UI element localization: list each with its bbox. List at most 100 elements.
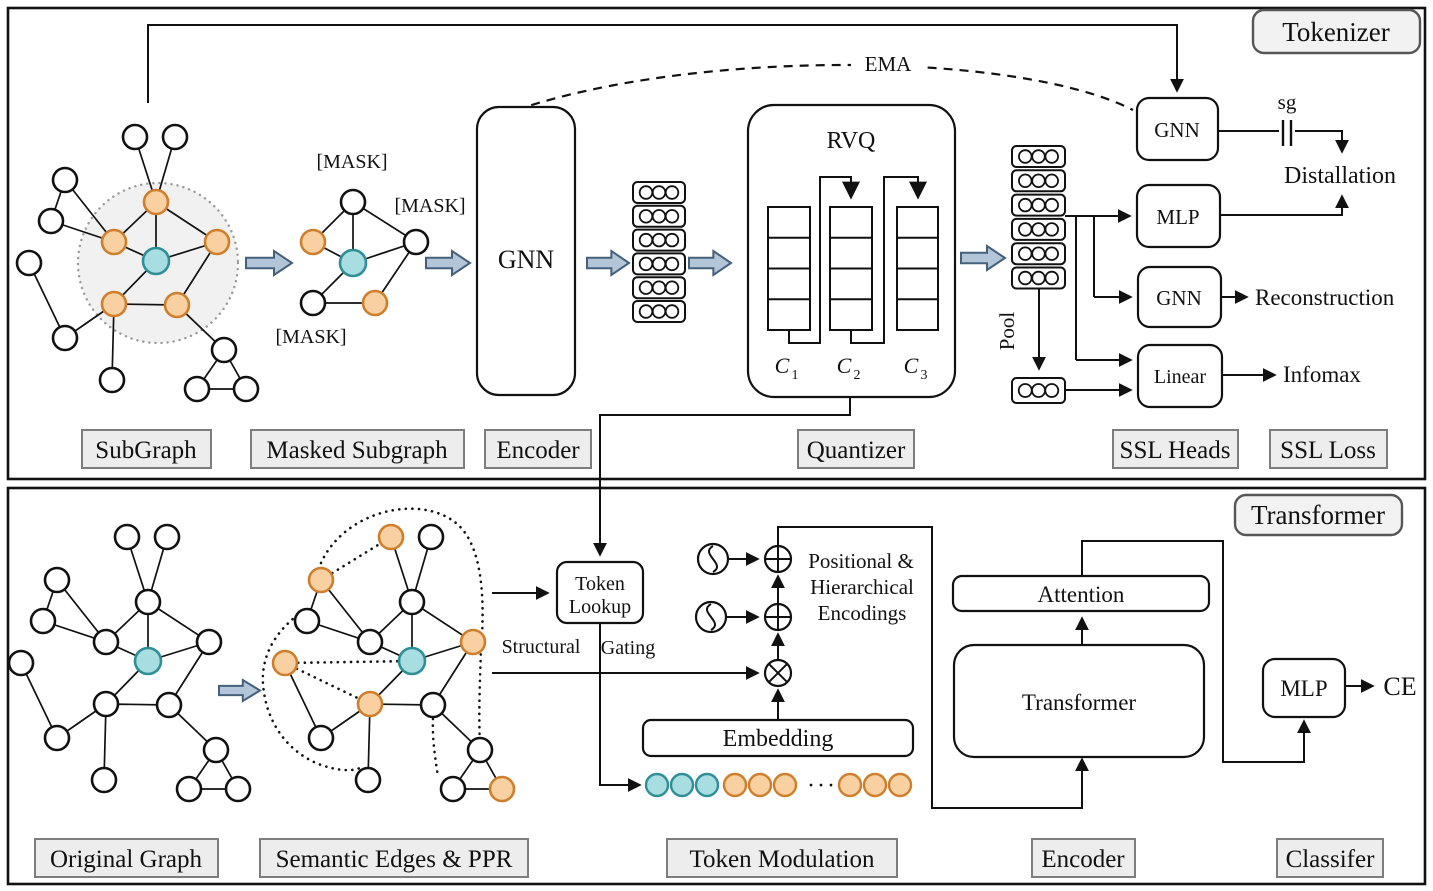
embedding-unit-circle [1031, 270, 1046, 286]
embedding-unit-circle [1031, 173, 1046, 189]
transformer-box-text: Transformer [1022, 690, 1136, 715]
add-operator-icon-1 [763, 544, 793, 574]
infomax-label: Infomax [1283, 362, 1361, 387]
embedding-unit-circle [638, 185, 654, 200]
mlp-head-box: MLP [1135, 183, 1222, 249]
graph-node-o [100, 290, 128, 318]
graph-edge [20, 662, 58, 739]
label-classifer-text: Classifer [1286, 846, 1376, 873]
graph-node-t [141, 246, 171, 276]
codebook-2-sub: 2 [854, 368, 861, 383]
graph-node-w [155, 691, 183, 719]
wire-residual-c1-to-c2 [788, 176, 860, 344]
graph-node-w [417, 523, 445, 551]
embedding-unit-circle [1044, 149, 1059, 164]
embedding-unit-circle [664, 232, 680, 248]
gnn-teacher-box: GNN [1135, 96, 1220, 162]
pool-label: Pool [995, 312, 1019, 351]
linear-head-box: Linear [1136, 343, 1224, 409]
flow-block-arrow [688, 249, 733, 277]
embedding-text: Embedding [723, 726, 834, 752]
graph-node-w [293, 607, 321, 635]
flow-block-arrows [218, 244, 1007, 703]
embedding-unit-circle [664, 280, 680, 295]
distallation-label: Distallation [1284, 163, 1396, 189]
mask-token-label: [MASK] [394, 195, 465, 217]
graph-node-w [92, 690, 120, 718]
sequence-token [644, 772, 670, 798]
label-quantizer: Quantizer [797, 429, 915, 469]
sequence-token [722, 772, 748, 798]
sine-generator-icon-1 [696, 542, 730, 576]
wire-mlp-to-distallation [1220, 194, 1349, 216]
structural-label: Structural [502, 636, 581, 658]
wire-lookup-to-token-sequence [599, 623, 642, 792]
embedding-unit-circle [1018, 149, 1033, 164]
wire-sg-to-distallation [1295, 130, 1349, 154]
sequence-token [887, 772, 913, 798]
embedding-unit-circle [651, 280, 667, 295]
label-ssl-loss-text: SSL Loss [1280, 437, 1376, 464]
graph-node-w [153, 523, 181, 551]
embedding-unit-circle [1018, 173, 1033, 189]
graph-node-w [43, 724, 71, 752]
label-token-modulation-text: Token Modulation [689, 846, 875, 873]
graph-node-w [90, 766, 118, 794]
ppr-dotted-boundary [319, 507, 484, 745]
flow-block-arrow [586, 249, 631, 277]
graph-node-w [232, 375, 260, 403]
embedding-unit-circle [1044, 173, 1059, 189]
codebook-2-label: C [837, 353, 852, 378]
mlp-head-text: MLP [1156, 205, 1199, 229]
wire-subgraph-to-teacher-gnn [147, 24, 1184, 103]
tokenizer-panel-title: Tokenizer [1251, 8, 1422, 55]
graph-node-o [307, 566, 335, 594]
gnn-encoder-box: GNN [475, 105, 577, 397]
wire-residual-c2-to-c3 [850, 176, 927, 344]
graph-node-w [402, 228, 430, 256]
embedding-unit-circle [1018, 197, 1033, 213]
graph-node-w [51, 166, 79, 194]
wire-quantizer-to-token-lookup [593, 397, 851, 557]
graph-node-o [459, 628, 487, 656]
transformer-panel-title: Transformer [1233, 493, 1404, 537]
linear-head-text: Linear [1154, 366, 1207, 388]
positional-encodings-label-line1: Positional & [808, 549, 914, 573]
graph-node-w [113, 523, 141, 551]
embedding-unit-circle [1044, 246, 1059, 261]
sequence-token [694, 772, 720, 798]
semantic-dotted-edge [283, 661, 372, 706]
token-sequence-row [644, 772, 913, 798]
flow-block-arrow [425, 249, 472, 277]
token-sequence-ellipsis: ··· [807, 773, 837, 799]
embedding-unit-circle [664, 256, 680, 272]
label-encoder-bottom-text: Encoder [1041, 846, 1125, 873]
positional-encodings-label-line3: Encodings [818, 601, 907, 625]
embedding-box: Embedding [641, 718, 915, 758]
rvq-title-text: RVQ [827, 128, 876, 154]
semantic-dotted-edge [283, 659, 414, 665]
graph-node-w [161, 123, 189, 151]
label-ssl-loss: SSL Loss [1269, 429, 1388, 469]
label-quantizer-text: Quantizer [807, 437, 906, 464]
semantic-edges-ppr-figure [261, 507, 516, 803]
embedding-unit-circle [1044, 270, 1059, 286]
embedding-unit-circle [1018, 246, 1033, 261]
graph-node-w [466, 736, 494, 764]
semantic-dotted-edge [319, 535, 393, 582]
graph-node-w [339, 188, 367, 216]
embedding-unit-circle [1031, 197, 1046, 213]
graph-node-w [121, 123, 149, 151]
graph-node-o [377, 523, 405, 551]
token-embedding-stacks [632, 145, 1066, 404]
embedding-unit-circle [638, 232, 654, 248]
graph-edge [284, 662, 322, 739]
mask-token-label: [MASK] [275, 326, 346, 348]
flow-block-arrow [218, 678, 262, 703]
attention-box: Attention [951, 574, 1211, 613]
wire-attention-to-mlp-classifier [1081, 540, 1311, 763]
label-semantic-edges: Semantic Edges & PPR [259, 838, 529, 878]
mask-token-label: [MASK] [316, 151, 387, 173]
graph-node-w [15, 249, 43, 277]
reconstruction-label: Reconstruction [1255, 285, 1395, 310]
